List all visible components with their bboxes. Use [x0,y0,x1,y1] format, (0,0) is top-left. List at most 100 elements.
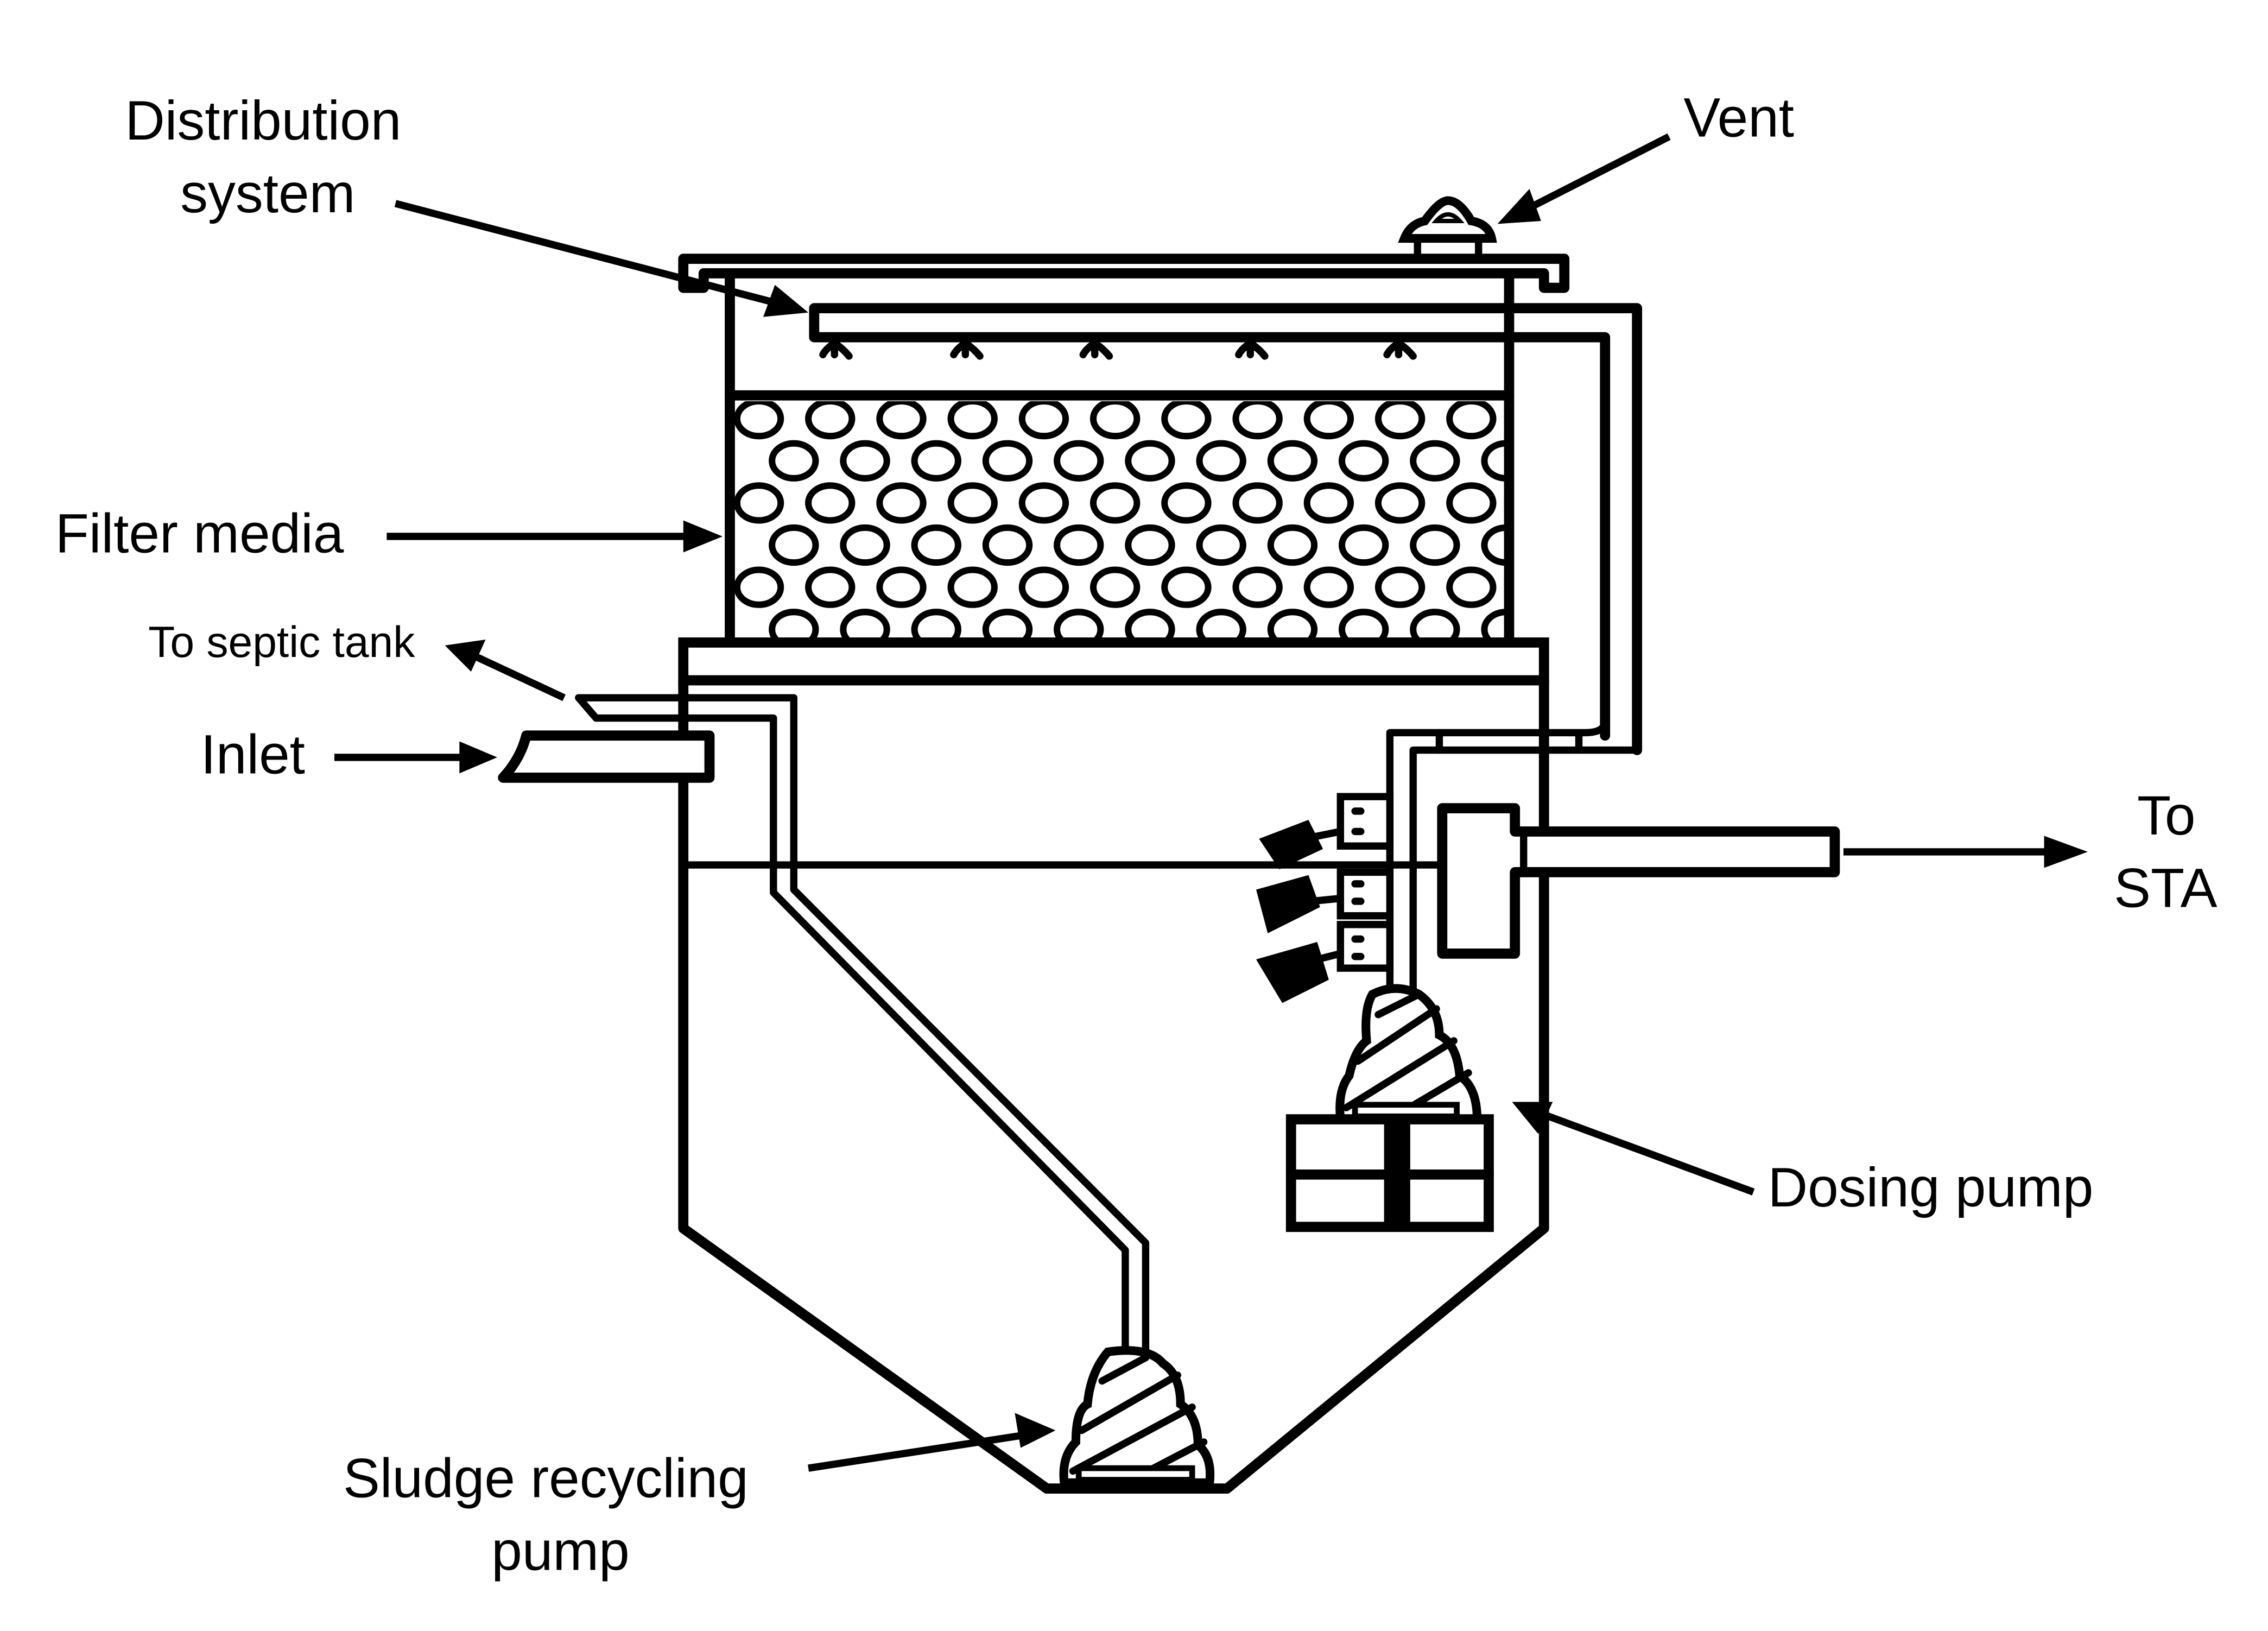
label-distribution-line1: Distribution [125,90,401,151]
media-pebble [982,440,1033,482]
media-pebble [1446,482,1497,524]
media-pebble [1089,401,1141,440]
label-to-septic-tank: To septic tank [148,618,415,667]
media-pebble [1161,401,1212,440]
media-pebble [769,440,819,482]
media-pebble [805,566,856,608]
spray-nozzles [819,339,1417,360]
media-pebble [1054,440,1104,482]
media-pebble [1125,609,1175,640]
media-pebble [840,440,890,482]
media-pebble [1089,566,1141,608]
media-pebble [1374,566,1426,608]
label-dosing-pump: Dosing pump [1768,1156,2094,1218]
media-pebble [1267,524,1318,566]
label-sludge-line1: Sludge recycling [343,1447,749,1509]
media-pebble [1232,566,1283,608]
media-pebble [982,609,1033,640]
media-pebble [1446,401,1497,440]
media-pebble [1267,440,1318,482]
media-pebble [1196,440,1246,482]
media-pebble [1054,609,1104,640]
media-pebble [734,482,784,524]
float-switch [1256,921,1394,1003]
media-pebble [1338,524,1389,566]
media-pebble [947,482,998,524]
media-pebble [1125,440,1175,482]
media-pebble [911,524,961,566]
media-pebble [1232,401,1283,440]
media-pebble [805,482,856,524]
media-pebble [1374,401,1426,440]
media-pebble [1018,401,1069,440]
leader-vent-arrow [1497,133,1671,224]
media-pebble [1410,524,1460,566]
media-pebble [1303,401,1354,440]
label-vent: Vent [1683,87,1794,149]
media-pebble [947,401,998,440]
media-pebble [1303,566,1354,608]
media-pebble [1267,609,1318,640]
media-pebble [1232,482,1283,524]
media-pebble [1125,524,1175,566]
media-pebble [805,401,856,440]
media-pebble [982,524,1033,566]
label-to-sta-line1: To [2137,785,2195,846]
media-pebble [1018,482,1069,524]
leader-filter-media-arrow [387,520,723,553]
leader-sludge-pump-arrow [808,1413,1056,1472]
media-pebble [1303,482,1354,524]
media-pebble [911,440,961,482]
label-to-sta-line2: STA [2114,857,2217,919]
media-pebble [734,566,784,608]
media-pebble [1410,440,1460,482]
media-pebble [1446,566,1497,608]
dosing-pump [1285,984,1494,1232]
media-pebble [769,609,819,640]
distribution-system [809,303,1643,755]
media-pebble [1481,609,1505,640]
label-filter-media: Filter media [55,502,344,564]
media-pebble [1089,482,1141,524]
media-pebble [840,524,890,566]
media-pebble [1196,524,1246,566]
media-pebble [911,609,961,640]
media-pebble [1196,609,1246,640]
leader-septic-tank-arrow [445,640,566,701]
outlet-tee [1437,803,1840,959]
float-switches [1256,793,1394,1003]
inlet-pipe [498,730,715,783]
media-pebble [1410,609,1460,640]
sludge-return-pipe [575,694,1150,1353]
media-pebble [876,401,927,440]
media-pebble [1481,524,1505,566]
media-pebble [840,609,890,640]
float-switch [1256,868,1394,933]
dosing-riser-pipe [1386,717,1641,992]
media-pebble [1338,440,1389,482]
label-sludge-line2: pump [491,1520,630,1582]
media-pebble [947,566,998,608]
media-pebble [734,401,784,440]
media-pebble [1338,609,1389,640]
media-pebble [876,566,927,608]
media-pebble [1054,524,1104,566]
media-pebble [1374,482,1426,524]
tank-lid [678,254,1570,293]
leader-distribution-arrow [394,200,809,317]
float-switch [1259,793,1394,870]
leader-inlet-arrow [334,741,497,774]
media-pebble [769,524,819,566]
filter-media [734,401,1505,640]
media-pebble [1481,440,1505,482]
label-inlet: Inlet [201,723,305,785]
tank-body [678,637,1549,1494]
sludge-recycling-pump [1059,1346,1215,1487]
media-pebble [876,482,927,524]
media-pebble [1018,566,1069,608]
media-pebble [1161,482,1212,524]
leader-to-sta-arrow [1843,836,2088,868]
label-distribution-line2: system [180,162,355,224]
media-pebble [1161,566,1212,608]
